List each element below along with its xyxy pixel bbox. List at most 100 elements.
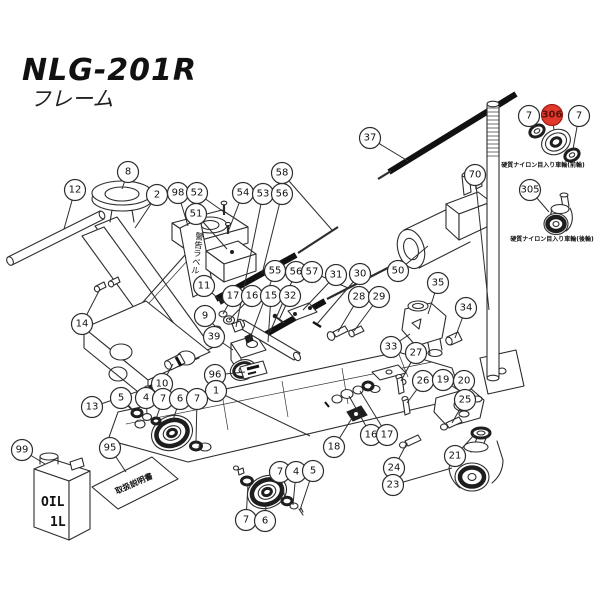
svg-text:7: 7	[576, 111, 582, 122]
front-wheel-assembly-detail	[528, 123, 581, 163]
svg-text:29: 29	[373, 292, 386, 303]
callout-7[interactable]: 7	[517, 104, 541, 128]
callout-95[interactable]: 95	[98, 436, 127, 473]
handle-grip-drawing	[6, 210, 106, 266]
front-wheel-center-drawing	[232, 465, 304, 516]
callout-70[interactable]: 70	[463, 163, 490, 311]
svg-text:15: 15	[265, 291, 278, 302]
callout-9[interactable]: 9	[193, 304, 218, 329]
callout-11[interactable]: 11	[192, 274, 221, 301]
handle-socket-drawing	[401, 300, 463, 358]
svg-text:4: 4	[293, 467, 299, 478]
svg-text:12: 12	[69, 185, 82, 196]
callout-58[interactable]: 58	[270, 161, 333, 231]
svg-text:21: 21	[449, 451, 462, 462]
svg-text:8: 8	[125, 167, 131, 178]
svg-text:5: 5	[310, 466, 316, 477]
front-wheel-caption: 硬質ナイロン目入り車輪(前輪)	[501, 161, 585, 169]
callout-305[interactable]: 305	[518, 178, 550, 213]
callout-27[interactable]: 27	[400, 341, 428, 382]
svg-text:17: 17	[381, 430, 394, 441]
callout-57[interactable]: 57	[300, 260, 349, 289]
svg-text:6: 6	[262, 516, 268, 527]
callout-17[interactable]: 17	[359, 390, 399, 447]
oil-bottle-drawing: OIL 1L	[33, 452, 91, 541]
callout-7[interactable]: 7	[185, 387, 209, 443]
callout-6[interactable]: 6	[168, 387, 192, 421]
svg-text:50: 50	[392, 266, 405, 277]
svg-text:10: 10	[156, 379, 169, 390]
svg-text:7: 7	[243, 515, 249, 526]
callout-7[interactable]: 7	[567, 104, 591, 150]
callout-6[interactable]: 6	[253, 504, 277, 533]
callout-26[interactable]: 26	[406, 369, 435, 404]
saddle-drawing	[91, 180, 153, 223]
callout-16[interactable]: 16	[348, 395, 383, 447]
callout-29[interactable]: 29	[353, 285, 391, 332]
callout-23[interactable]: 23	[381, 467, 453, 497]
callout-5[interactable]: 5	[299, 459, 325, 511]
svg-text:20: 20	[458, 376, 471, 387]
callout-50[interactable]: 50	[386, 245, 429, 283]
svg-text:33: 33	[385, 342, 398, 353]
callout-8[interactable]: 8	[116, 160, 140, 190]
callout-5[interactable]: 5	[109, 386, 134, 411]
svg-text:7: 7	[194, 394, 200, 405]
svg-text:16: 16	[365, 430, 378, 441]
callout-25[interactable]: 25	[451, 388, 477, 424]
svg-text:17: 17	[227, 291, 240, 302]
callout-4[interactable]: 4	[134, 386, 158, 415]
callout-32[interactable]: 32	[278, 284, 302, 321]
svg-text:305: 305	[520, 185, 539, 196]
svg-text:13: 13	[86, 402, 99, 413]
rear-wheel-caption: 硬質ナイロン目入り車輪(後輪)	[510, 235, 594, 243]
svg-text:7: 7	[277, 467, 283, 478]
callout-21[interactable]: 21	[443, 434, 475, 468]
callout-30[interactable]: 30	[316, 262, 372, 325]
svg-text:53: 53	[257, 189, 270, 200]
svg-text:23: 23	[387, 480, 400, 491]
svg-text:14: 14	[76, 319, 89, 330]
callout-18[interactable]: 18	[322, 417, 353, 459]
svg-text:31: 31	[330, 270, 343, 281]
svg-text:1: 1	[213, 386, 219, 397]
callout-17[interactable]: 17	[221, 284, 245, 315]
svg-text:99: 99	[16, 445, 29, 456]
svg-text:7: 7	[526, 111, 532, 122]
callout-34[interactable]: 34	[454, 296, 478, 339]
callout-98[interactable]: 98	[166, 181, 190, 227]
svg-text:96: 96	[209, 370, 222, 381]
handle-rod-drawing	[486, 100, 500, 382]
svg-text:32: 32	[284, 291, 297, 302]
svg-text:5: 5	[118, 393, 124, 404]
callout-37[interactable]: 37	[358, 126, 409, 162]
callout-14[interactable]: 14	[70, 288, 101, 336]
oil-bottle-size-text: 1L	[50, 515, 66, 530]
svg-text:51: 51	[190, 209, 203, 220]
callout-53[interactable]: 53	[235, 182, 275, 328]
callout-31[interactable]: 31	[302, 263, 348, 311]
callout-33[interactable]: 33	[379, 333, 411, 359]
callout-55[interactable]: 55	[248, 259, 287, 342]
svg-text:57: 57	[306, 267, 319, 278]
svg-text:24: 24	[388, 463, 401, 474]
svg-text:58: 58	[276, 168, 289, 179]
callout-52[interactable]: 52	[185, 181, 225, 213]
callout-16[interactable]: 16	[228, 284, 264, 321]
svg-text:55: 55	[269, 266, 282, 277]
callout-306-highlighted[interactable]: 306	[540, 103, 564, 131]
callout-99[interactable]: 99	[10, 438, 46, 465]
callout-1[interactable]: 1	[204, 379, 311, 437]
svg-text:4: 4	[143, 393, 149, 404]
callout-51[interactable]: 51	[184, 202, 228, 250]
svg-text:70: 70	[469, 170, 482, 181]
svg-text:39: 39	[208, 332, 221, 343]
callout-39[interactable]: 39	[202, 325, 234, 351]
svg-text:27: 27	[410, 348, 423, 359]
callout-12[interactable]: 12	[63, 178, 87, 230]
callout-35[interactable]: 35	[426, 271, 450, 315]
callout-2[interactable]: 2	[134, 183, 169, 229]
callout-7[interactable]: 7	[151, 387, 175, 420]
